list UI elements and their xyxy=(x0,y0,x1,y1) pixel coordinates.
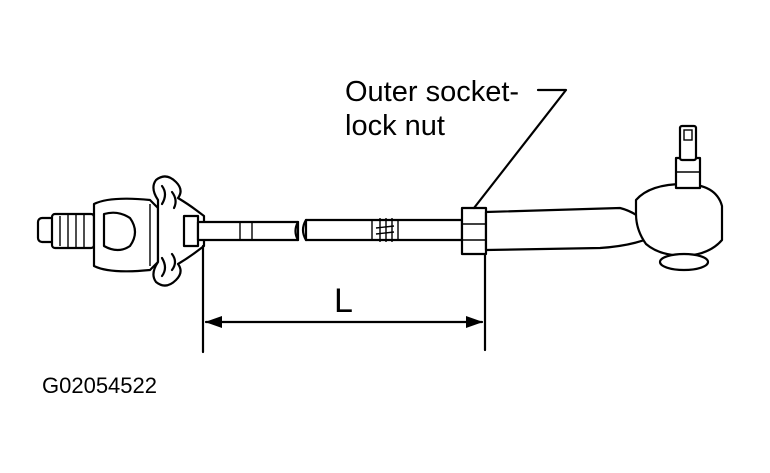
length-dimension: L xyxy=(201,244,487,354)
tie-rod-shaft-right xyxy=(301,218,464,242)
tie-rod-shaft-left xyxy=(196,220,300,242)
callout: Outer socket- lock nut xyxy=(345,76,568,210)
callout-line-1: Outer socket- xyxy=(345,76,519,108)
inner-tie-rod-end xyxy=(36,197,160,273)
figure-code: G02054522 xyxy=(42,373,157,398)
callout-line-2: lock nut xyxy=(345,110,445,142)
outer-socket-lock-nut xyxy=(460,206,488,256)
outer-tie-rod-end xyxy=(484,124,724,272)
dimension-label: L xyxy=(334,282,353,320)
dust-boot xyxy=(152,175,206,287)
